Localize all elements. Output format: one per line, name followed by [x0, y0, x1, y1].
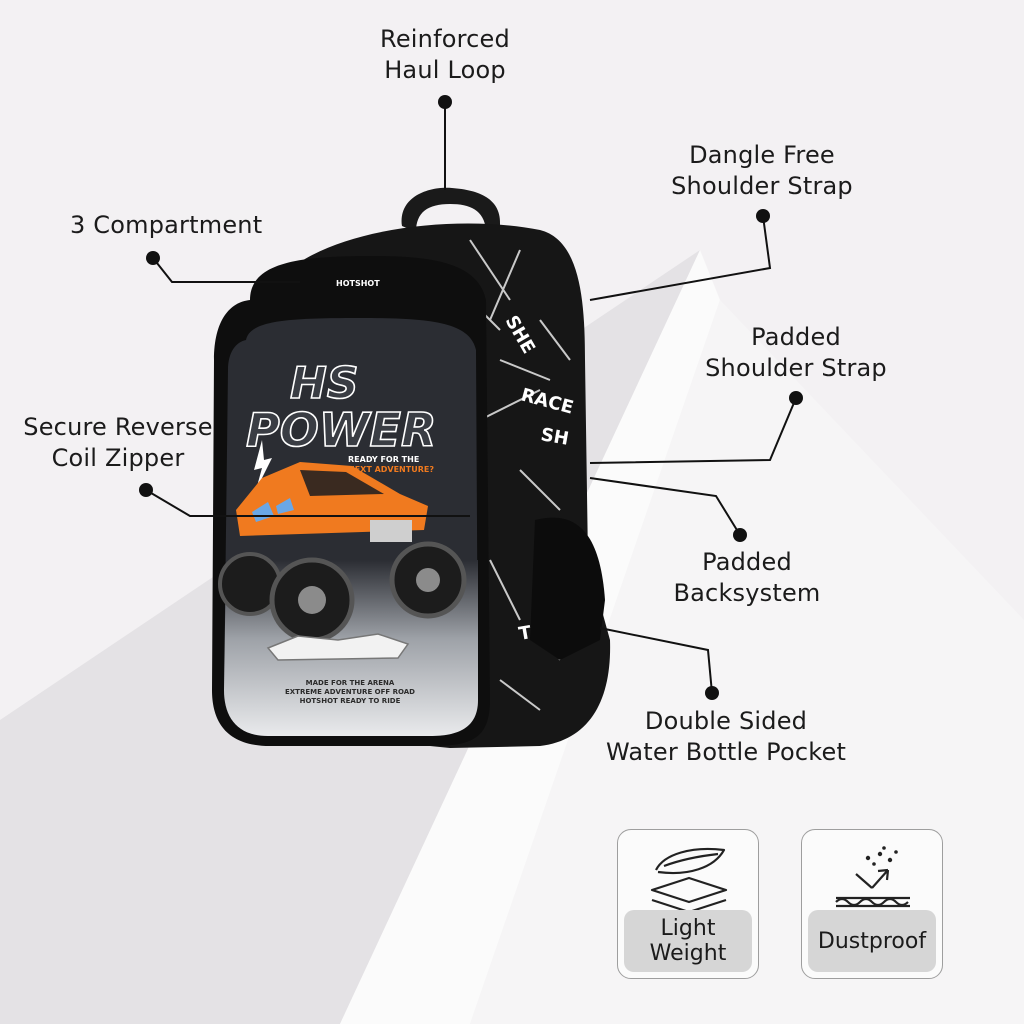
callout-zipper-line1: Secure Reverse [23, 413, 213, 441]
callout-padded-strap-line1: Padded [751, 323, 841, 351]
leader-lines [145, 102, 797, 694]
feature-light-weight-label: Light Weight [624, 910, 752, 972]
feature-light-weight: Light Weight [617, 829, 759, 979]
svg-text:SH: SH [539, 424, 570, 450]
tagline-1: READY FOR THE [348, 455, 419, 464]
feature-dustproof-label: Dustproof [808, 910, 936, 972]
print-line-3: HOTSHOT READY TO RIDE [300, 697, 401, 705]
feature-dustproof: Dustproof [801, 829, 943, 979]
callout-backsystem-line1: Padded [702, 548, 792, 576]
callout-padded-strap: Padded Shoulder Strap [698, 322, 894, 384]
headline-hs: HS [290, 358, 359, 409]
feature-light-weight-line2: Weight [649, 941, 727, 966]
callout-compartment-line1: 3 Compartment [70, 211, 263, 239]
monster-truck [218, 462, 467, 661]
callout-padded-strap-line2: Shoulder Strap [705, 354, 887, 382]
tagline-2: NEXT ADVENTURE? [348, 465, 434, 474]
callout-dangle-strap-line2: Shoulder Strap [671, 172, 853, 200]
haul-loop [401, 187, 501, 232]
callout-bottle-pocket-line2: Water Bottle Pocket [605, 738, 847, 766]
headline-power: POWER [246, 403, 436, 457]
callout-backsystem: Padded Backsystem [664, 547, 830, 609]
feature-light-weight-line1: Light [660, 916, 716, 941]
print-line-2: EXTREME ADVENTURE OFF ROAD [285, 688, 415, 696]
callout-haul-loop: Reinforced Haul Loop [370, 24, 520, 86]
callout-haul-loop-line1: Reinforced [380, 25, 510, 53]
callout-bottle-pocket-line1: Double Sided [644, 707, 808, 735]
callout-compartment: 3 Compartment [70, 210, 262, 241]
callout-bottle-pocket: Double Sided Water Bottle Pocket [596, 706, 856, 768]
callout-dangle-strap: Dangle Free Shoulder Strap [662, 140, 862, 202]
callout-backsystem-line2: Backsystem [673, 579, 821, 607]
dust-shield-icon [835, 846, 910, 908]
callout-dangle-strap-line1: Dangle Free [689, 141, 835, 169]
feature-dustproof-line1: Dustproof [817, 928, 927, 954]
bottle-pocket [530, 517, 605, 660]
brand-logo: HOTSHOT [336, 279, 380, 288]
callout-zipper: Secure Reverse Coil Zipper [16, 412, 220, 474]
leader-dots [139, 95, 803, 700]
print-line-1: MADE FOR THE ARENA [306, 679, 395, 687]
callout-haul-loop-line2: Haul Loop [384, 56, 506, 84]
callout-zipper-line2: Coil Zipper [51, 444, 185, 472]
